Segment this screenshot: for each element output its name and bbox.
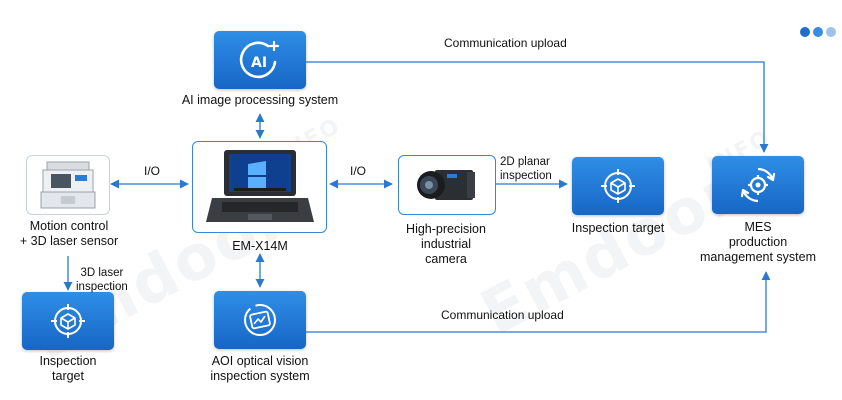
camera-node — [398, 155, 496, 215]
em-x14m-node — [192, 141, 327, 233]
inspection-target-lower-node — [22, 292, 114, 350]
machine-icon — [40, 161, 96, 209]
edge-label-io-right: I/O — [350, 164, 367, 178]
edge-aoi-to-mes — [306, 271, 771, 333]
inspection-target-lower-label: Inspection target — [8, 354, 128, 384]
ai-node: AI — [214, 31, 306, 89]
aoi-label-line-2: inspection system — [210, 369, 310, 383]
edge-label-3d-laser: 3D laser inspection — [76, 266, 128, 294]
camera-label-line-2: industrial — [420, 237, 472, 251]
motion-label-line-2: + 3D laser sensor — [19, 234, 119, 248]
mes-label-line-2: production — [728, 235, 788, 249]
svg-text:AI: AI — [251, 55, 267, 71]
pagination-dots — [800, 27, 836, 37]
motion-label-line-1: Motion control — [29, 219, 109, 233]
camera-label-line-1: High-precision — [406, 222, 486, 236]
mes-label-line-3: management system — [699, 250, 817, 264]
target-box-icon — [51, 304, 85, 338]
camera-label-line-3: camera — [425, 252, 467, 266]
inspection-target-node — [572, 157, 664, 215]
edge-label-comm-top: Communication upload — [444, 36, 567, 50]
edge-ai-to-mes — [306, 61, 769, 153]
laser-line-2: inspection — [76, 281, 128, 293]
aoi-label-line-1: AOI optical vision — [211, 354, 309, 368]
mes-label-line-1: MES — [744, 220, 772, 234]
camera-node-label: High-precision industrial camera — [386, 222, 506, 267]
edge-label-io-left: I/O — [144, 164, 161, 178]
mes-node-label: MES production management system — [688, 220, 828, 265]
motion-node-label: Motion control + 3D laser sensor — [0, 219, 144, 249]
ai-brain-icon: AI — [239, 40, 280, 79]
rugged-laptop-icon — [205, 150, 314, 222]
gear-cycle-icon — [740, 167, 776, 203]
edge-label-comm-bottom: Communication upload — [441, 308, 564, 322]
eye-lens-icon — [244, 304, 276, 336]
aoi-node — [214, 291, 306, 349]
ai-node-label: AI image processing system — [181, 93, 339, 107]
industrial-camera-icon — [417, 170, 475, 200]
dot-3 — [826, 27, 836, 37]
motion-control-machine-image — [26, 155, 110, 215]
mes-node — [712, 156, 804, 214]
target-low-label-line-1: Inspection — [39, 354, 97, 368]
laser-line-1: 3D laser — [80, 267, 124, 279]
pc-node-label: EM-X14M — [232, 239, 288, 253]
target-low-label-line-2: target — [52, 369, 84, 383]
dot-1 — [800, 27, 810, 37]
edge-label-2d-planar: 2D planar inspection — [500, 155, 552, 183]
dot-2 — [813, 27, 823, 37]
inspection-target-label: Inspection target — [571, 221, 665, 235]
aoi-node-label: AOI optical vision inspection system — [176, 354, 344, 384]
planar-line-1: 2D planar — [500, 156, 550, 168]
planar-line-2: inspection — [500, 170, 552, 182]
target-box-icon — [601, 169, 635, 203]
